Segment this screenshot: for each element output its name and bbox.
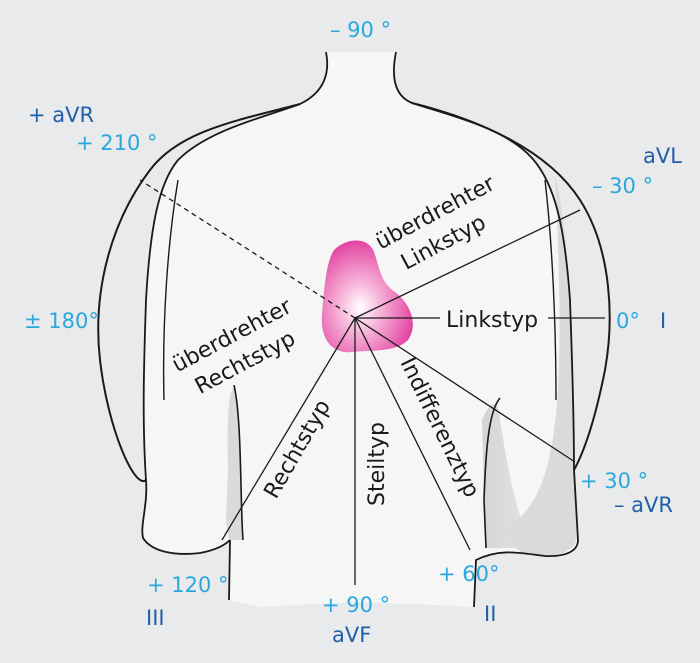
label-plus120: + 120 ° [147,573,229,597]
label-zero: 0° [616,309,640,333]
axis-line-avl [354,209,581,319]
lead-avl: aVL [643,144,682,168]
lead-plus-avr: + aVR [28,103,94,127]
label-plus210: + 210 ° [76,131,158,155]
inner-arm-right [483,397,501,549]
axis-line-plus120 [221,317,356,541]
lead-minus-avr: – aVR [614,493,673,517]
label-steiltyp: Steiltyp [365,422,390,506]
lead-avf: aVF [332,623,371,647]
body-outline [141,51,329,555]
label-pm180: ± 180° [24,309,99,333]
label-plus30: + 30 ° [580,469,648,493]
armpit-left [162,179,179,401]
axis-line-plus60 [354,317,471,551]
label-linkstyp: Linkstyp [446,308,538,333]
right-arm-shadow [482,403,525,548]
lead-iii: III [146,606,165,630]
label-minus90: – 90 ° [330,18,391,42]
label-minus30: – 30 ° [592,174,653,198]
lead-ii: II [484,602,496,626]
inner-arm-left [233,384,244,541]
waist-left [228,539,231,601]
axis-line-plus30 [354,317,576,463]
label-plus60: + 60° [438,562,500,586]
armpit-right [544,179,557,401]
axis-circle [97,103,301,483]
left-arm-shadow [226,385,243,540]
axis-line-avr [139,179,356,319]
label-plus90: + 90 ° [322,593,390,617]
heart-shape [321,240,413,353]
body-outline-right [393,51,579,608]
axis-lines [139,179,605,585]
right-arm-shadow-2 [505,175,577,557]
lead-i: I [660,309,666,333]
